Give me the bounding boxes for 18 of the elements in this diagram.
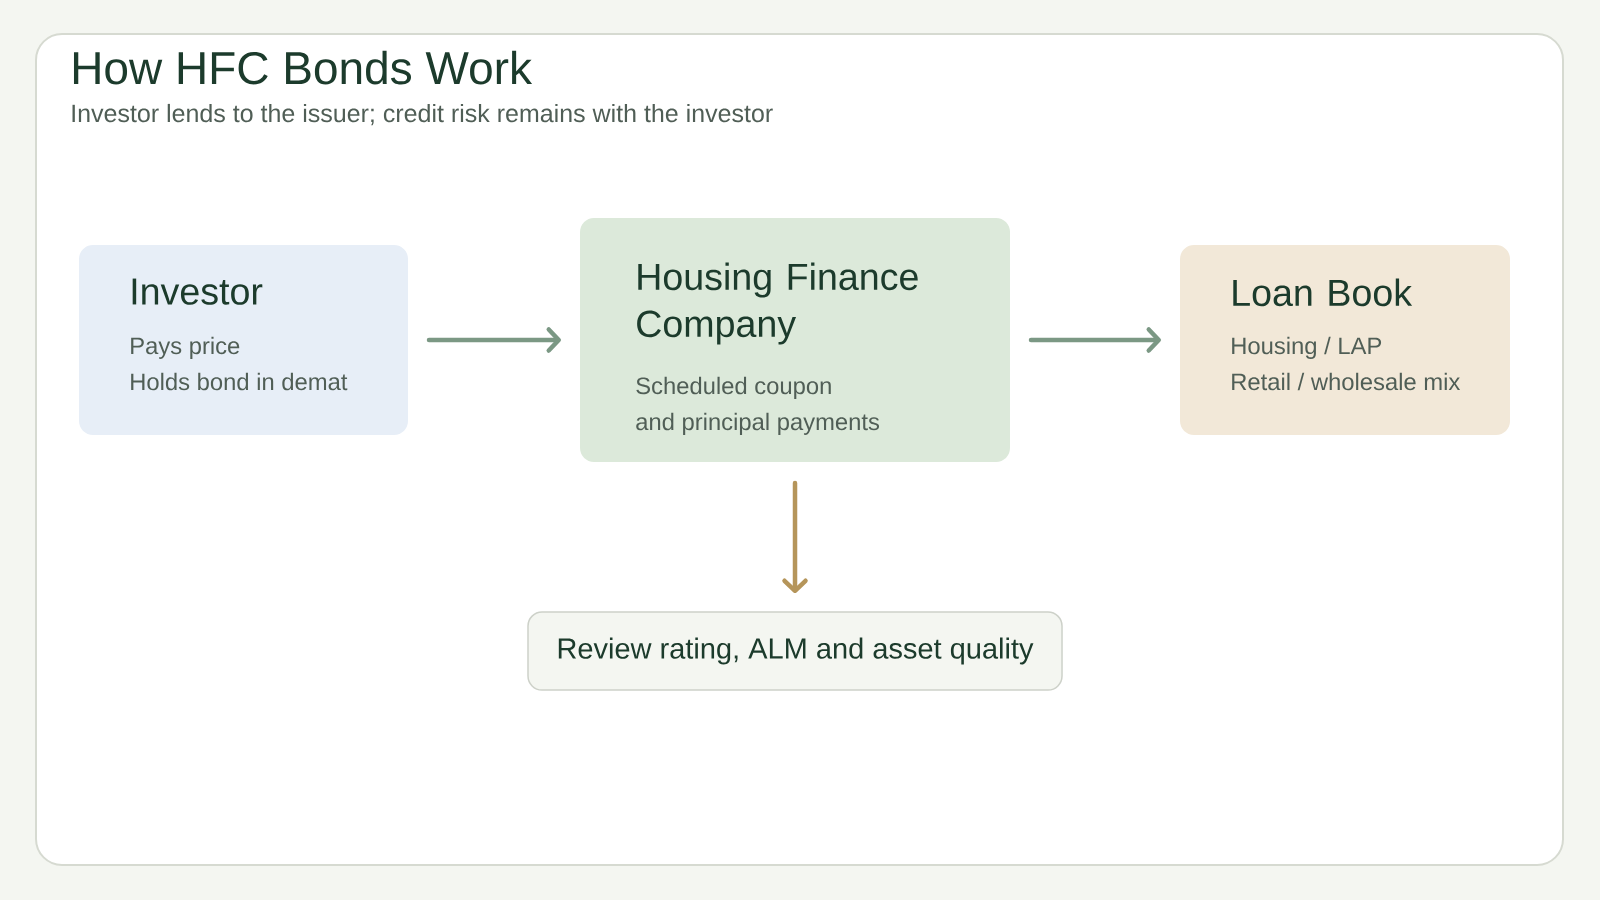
box-text: Retail / wholesale mix [1232,372,1461,391]
box-text: Holds bond in demat [131,372,348,391]
title: How HFC Bonds Work [74,50,533,85]
box-text: Pays price [131,336,240,359]
box-text: and principal payments [636,412,880,435]
box-heading: Investor [132,278,263,305]
process-box [1180,245,1510,435]
arrow [782,480,808,593]
process-box [79,245,408,435]
subtitle: Investor lends to the issuer; credit risk remains with the investor [72,103,773,126]
box-text: Scheduled coupon [636,376,831,399]
box-heading: Loan Book [1233,278,1413,307]
note-box: Review rating, ALM and asset quality [527,611,1063,691]
box-text: Housing / LAP [1232,336,1382,359]
arrow [1028,327,1161,353]
arrow [426,327,561,353]
box-heading: Housing Finance Company [637,262,918,345]
process-box [580,218,1010,462]
